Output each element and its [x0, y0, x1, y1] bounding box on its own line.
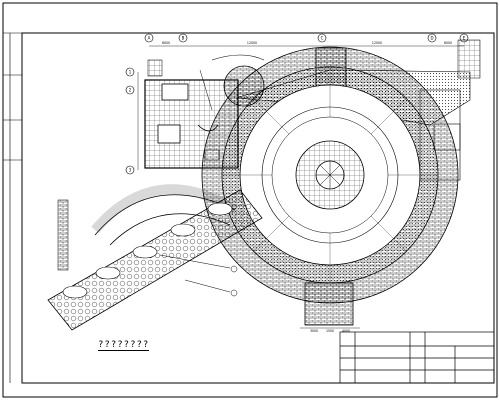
dim-label: 12000	[372, 41, 382, 45]
radial-lines	[222, 67, 438, 283]
dim-label: 6000	[444, 41, 452, 45]
curved-walk-edge	[94, 194, 236, 236]
axis-label-d: D	[430, 36, 433, 41]
axis-label-e: E	[463, 36, 466, 41]
axis-label-1: 1	[129, 70, 132, 75]
binding-strip	[3, 32, 22, 383]
curved-walk-edge-2	[109, 213, 231, 246]
axis-label-3: 3	[129, 168, 132, 173]
axis-label-b: B	[182, 36, 185, 41]
south-entrance-path	[304, 282, 354, 326]
dimension-lines	[137, 45, 464, 329]
axis-label-a: A	[148, 36, 151, 41]
callouts	[159, 254, 238, 297]
dim-label: 1500	[326, 329, 334, 333]
west-wall-detail	[57, 199, 69, 271]
drawing-caption: ????????	[98, 340, 150, 351]
fountain-spokes	[316, 161, 344, 189]
dim-label: 4000	[342, 329, 350, 333]
curved-walk-shadow	[91, 184, 238, 234]
title-block	[339, 331, 495, 384]
dim-label: 3000	[310, 329, 318, 333]
dim-label: 12000	[247, 41, 257, 45]
planting-beds	[62, 202, 233, 299]
axis-label-c: C	[321, 36, 324, 41]
dim-label: 6000	[162, 41, 170, 45]
axis-label-2: 2	[129, 88, 132, 93]
inner-border	[21, 32, 495, 384]
ne-stair	[457, 39, 481, 79]
grid-axis-markers	[125, 33, 469, 175]
dimension-labels: 6000 12000 12000 6000 3000 1500 4000	[162, 41, 452, 333]
grid-axis-labels: A B C D E 1 2 3	[129, 36, 466, 173]
